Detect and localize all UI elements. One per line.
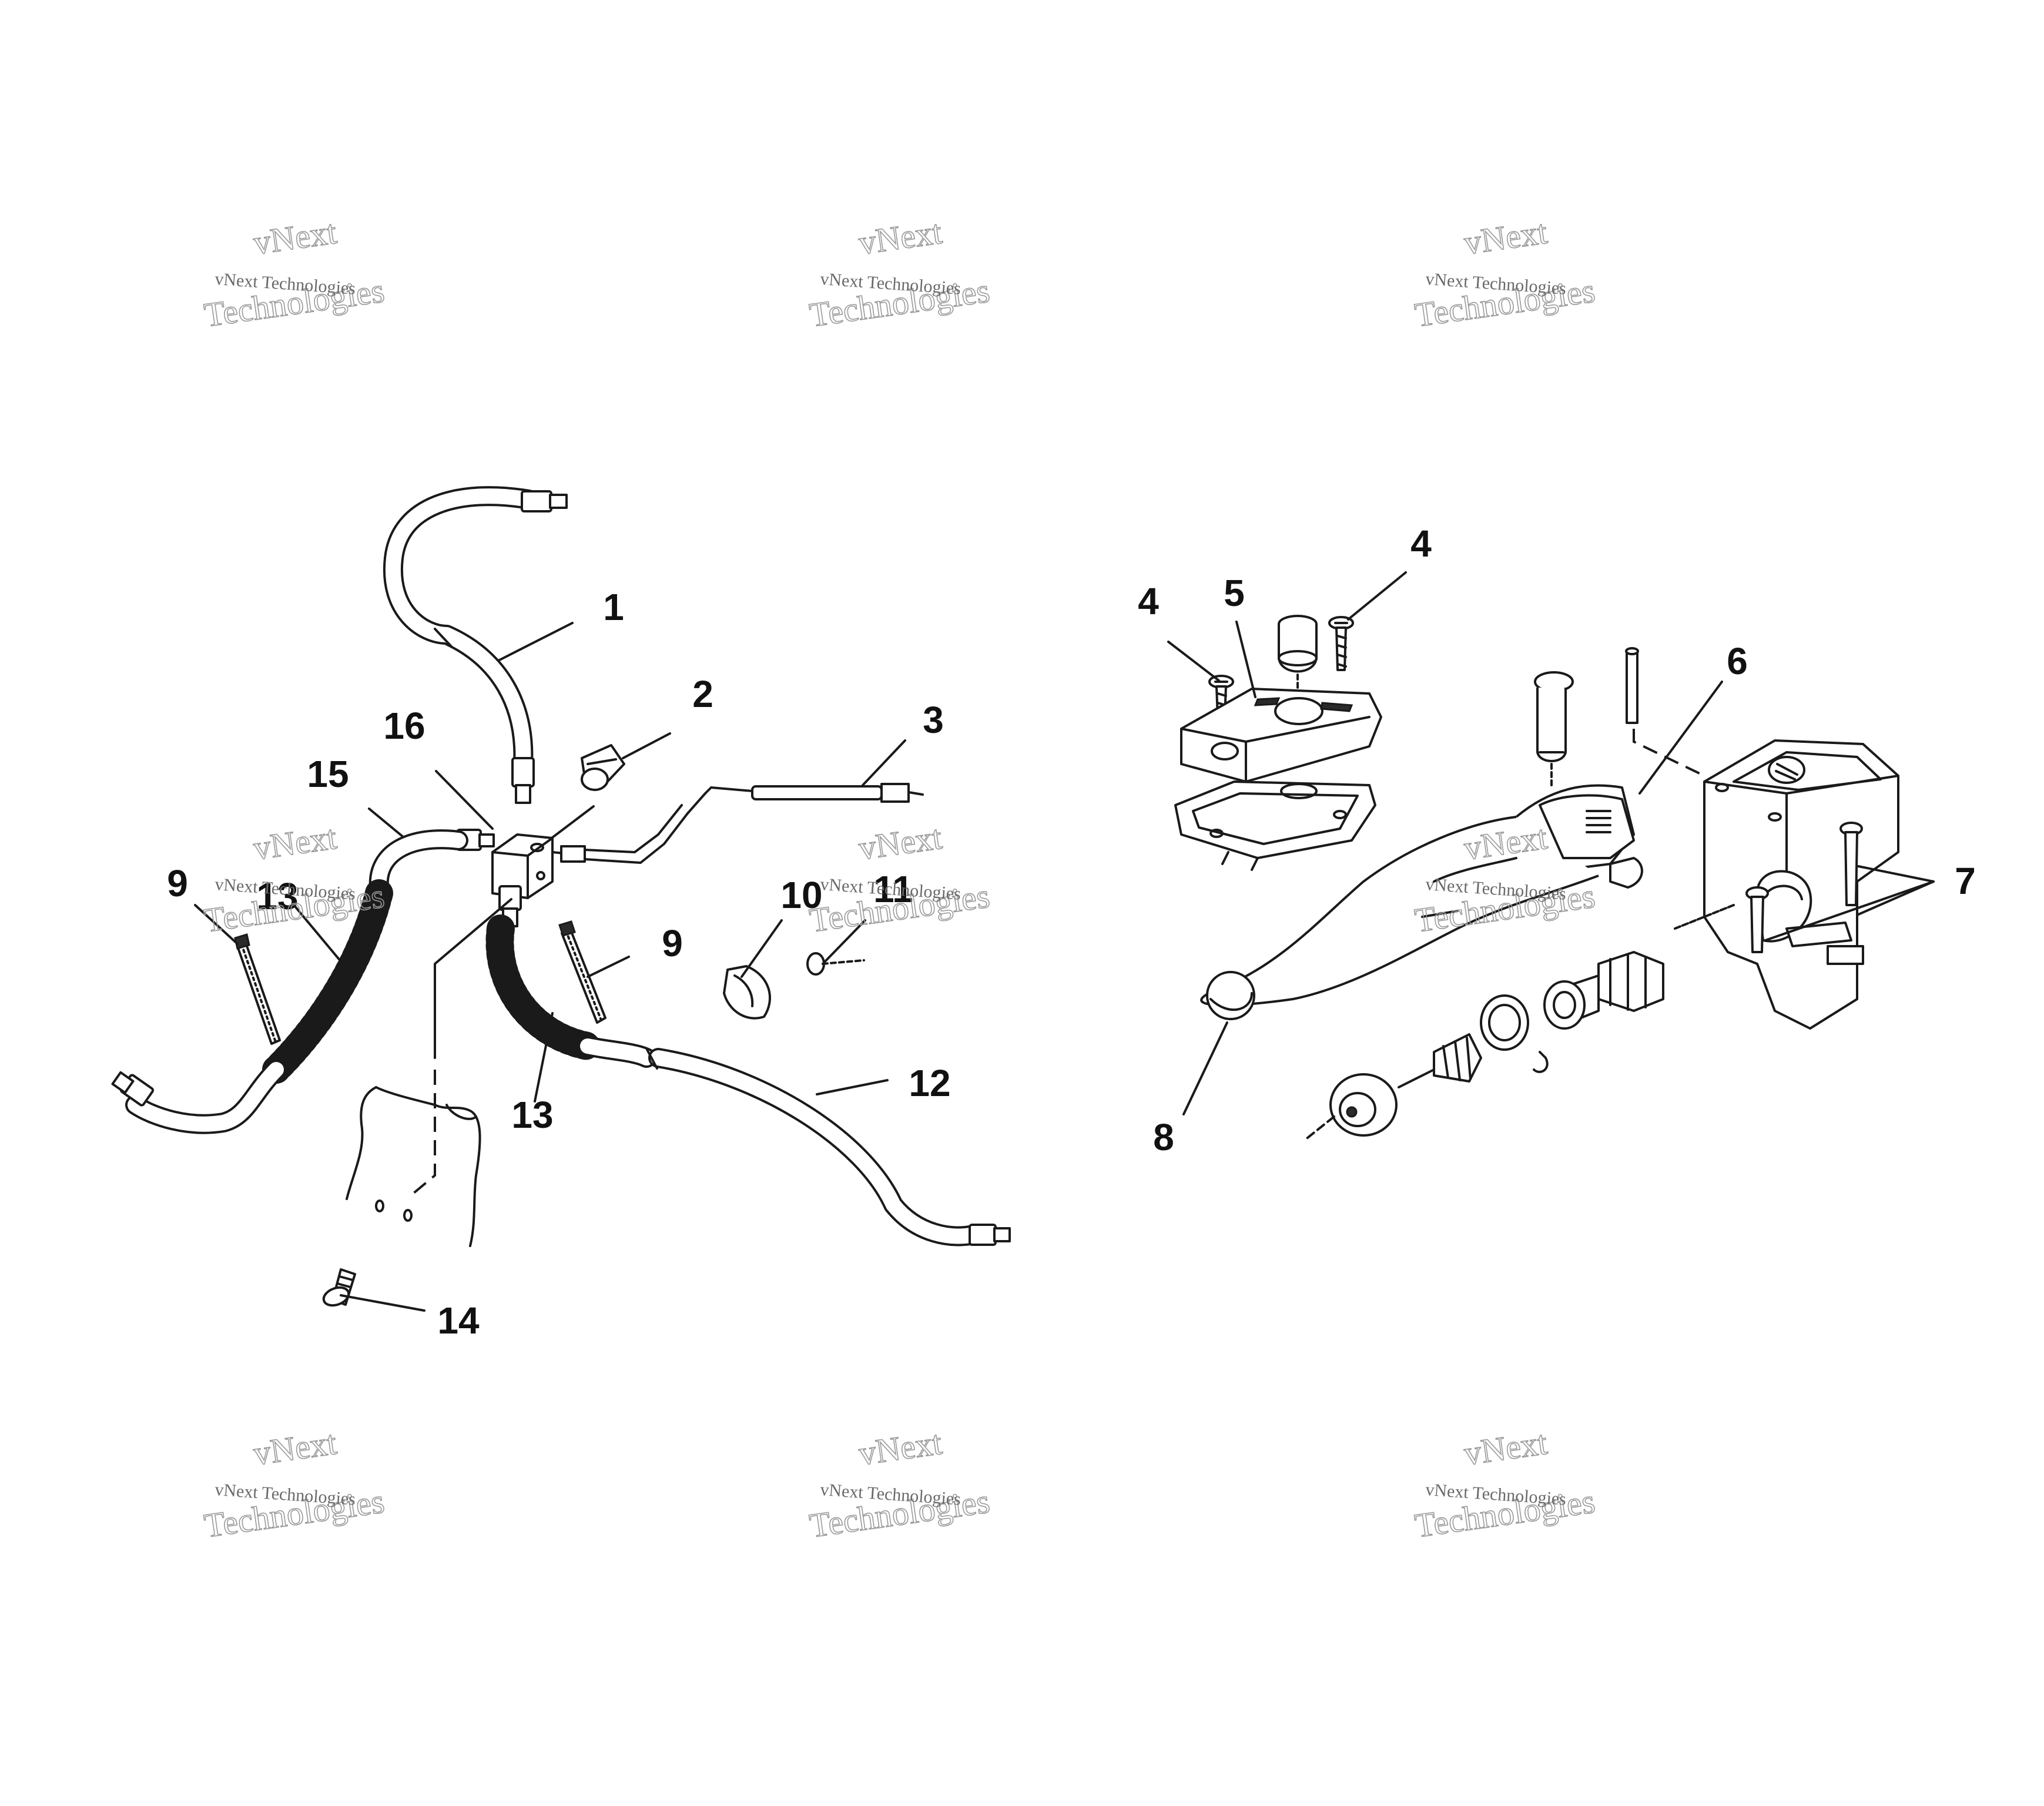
part-1-upper-hose bbox=[383, 486, 568, 804]
callout-4-left: 4 bbox=[1138, 580, 1159, 622]
part-9-left-cable-tie bbox=[234, 933, 281, 1045]
part-9-right-cable-tie bbox=[558, 920, 607, 1024]
watermarks: vNext Technologies vNext Technologies bbox=[807, 1423, 993, 1546]
callout-10: 10 bbox=[780, 874, 822, 916]
callout-9-right: 9 bbox=[662, 922, 683, 964]
reservoir-float bbox=[1278, 615, 1318, 695]
callout-16: 16 bbox=[383, 705, 425, 747]
watermark-word-top: vNext bbox=[1462, 213, 1549, 262]
leader-lines bbox=[194, 571, 1935, 1312]
watermarks: vNext Technologies vNext Technologies bbox=[202, 1423, 387, 1546]
frame-section bbox=[346, 898, 512, 1247]
part-4-right-cover-screw bbox=[1328, 616, 1354, 671]
callout-6: 6 bbox=[1727, 640, 1748, 682]
callout-15: 15 bbox=[307, 753, 349, 795]
watermarks: vNext Technologies vNext Technologies bbox=[202, 212, 387, 335]
part-10-hose-clip bbox=[723, 965, 771, 1020]
brake-line-assembly bbox=[111, 486, 1011, 1307]
part-7-clamp-bolts bbox=[1745, 822, 1863, 953]
part-3-brake-pipe bbox=[551, 783, 924, 864]
watermark-word-top: vNext bbox=[251, 213, 339, 262]
part-14-mount-bolt bbox=[322, 1268, 356, 1307]
watermark-word-top: vNext bbox=[856, 213, 944, 262]
callout-12: 12 bbox=[909, 1062, 950, 1104]
callout-5: 5 bbox=[1224, 572, 1245, 614]
part-11-clip-screw bbox=[806, 952, 865, 976]
callout-9-left: 9 bbox=[167, 862, 188, 904]
part-15-short-hose bbox=[368, 829, 495, 897]
part-13-left-coil-hose bbox=[111, 879, 393, 1134]
callout-labels: 1 2 3 4 4 5 6 7 8 9 9 10 11 12 13 13 14 … bbox=[167, 522, 1976, 1342]
watermarks: vNext Technologies vNext Technologies bbox=[1412, 1423, 1598, 1546]
callout-14: 14 bbox=[437, 1299, 480, 1342]
master-cylinder-assembly bbox=[1174, 615, 1899, 1141]
piston-kit bbox=[1304, 904, 1735, 1141]
callout-8: 8 bbox=[1153, 1116, 1174, 1158]
watermark-word-top: vNext bbox=[1462, 1423, 1549, 1473]
watermark-word-top: vNext bbox=[856, 818, 944, 867]
part-8-brake-lever bbox=[1200, 784, 1643, 1020]
callout-2: 2 bbox=[692, 673, 713, 715]
part-12-long-hose bbox=[645, 1047, 1011, 1247]
callout-13-left: 13 bbox=[256, 875, 298, 917]
watermark-word-top: vNext bbox=[251, 1423, 339, 1473]
watermark-word-top: vNext bbox=[856, 1423, 944, 1473]
watermarks: vNext Technologies vNext Technologies bbox=[1412, 212, 1598, 335]
part-16-junction-block bbox=[491, 833, 554, 899]
callout-11: 11 bbox=[873, 868, 913, 910]
callout-4-right: 4 bbox=[1410, 522, 1432, 565]
master-cylinder-body bbox=[1703, 739, 1899, 1030]
callout-1: 1 bbox=[603, 586, 624, 628]
part-2-switch bbox=[581, 744, 625, 791]
watermarks: vNext Technologies vNext Technologies bbox=[807, 212, 993, 335]
part-13-right-coil-hose bbox=[485, 885, 656, 1068]
callout-13-right: 13 bbox=[511, 1094, 553, 1136]
part-5-reservoir-cover bbox=[1174, 688, 1382, 871]
callout-3: 3 bbox=[923, 699, 944, 741]
watermark-word-top: vNext bbox=[251, 818, 339, 867]
part-6-pivot-pin bbox=[1534, 647, 1705, 789]
callout-7: 7 bbox=[1955, 860, 1976, 902]
